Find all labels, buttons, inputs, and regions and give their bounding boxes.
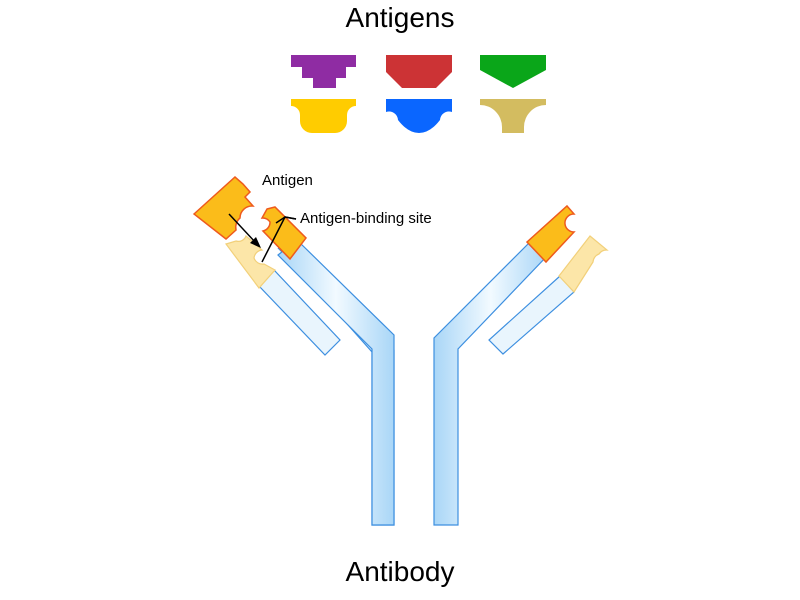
antigen-arrowhead <box>250 237 261 248</box>
antigen-yellow <box>291 99 356 133</box>
antigen-tan <box>480 99 546 133</box>
antigen-red <box>386 55 452 88</box>
binding-site-light-right <box>558 235 609 293</box>
bound-antigen <box>192 175 255 240</box>
antigen-label: Antigen <box>262 172 313 189</box>
binding-site-heavy-right <box>525 204 576 264</box>
binding-site-label: Antigen-binding site <box>300 210 432 227</box>
heavy-chain-left-body <box>277 239 395 526</box>
antibody-caption: Antibody <box>345 556 455 587</box>
heavy-chain-right-body <box>433 239 548 526</box>
annotation-lines <box>228 213 297 263</box>
binding-site-heavy-left <box>260 206 307 261</box>
binding-site-light-left <box>225 234 276 289</box>
antigen-arrow-line <box>228 213 257 244</box>
binding-site-pointer-lower <box>261 216 297 263</box>
antigen-shapes <box>291 55 546 133</box>
antigen-purple <box>291 55 356 88</box>
antigen-blue <box>386 99 452 133</box>
antigens-title: Antigens <box>345 2 455 33</box>
antigen-green <box>480 55 546 88</box>
